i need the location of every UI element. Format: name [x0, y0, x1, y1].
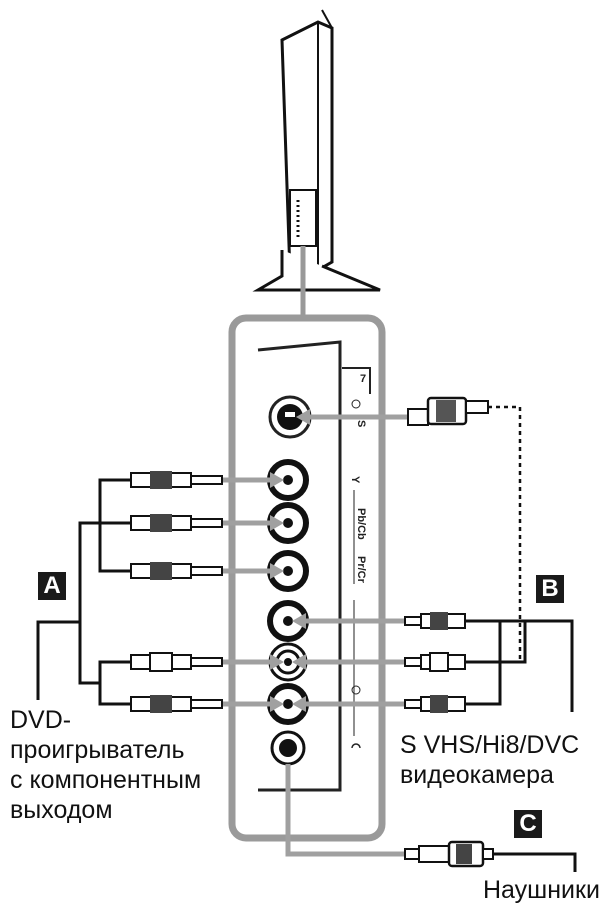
- dvd-plugs: [130, 471, 223, 713]
- connection-lines: [222, 414, 408, 857]
- badge-c: C: [514, 810, 542, 838]
- cam-plug-audio-l: [404, 652, 466, 672]
- cam-plug-video: [404, 612, 466, 630]
- label-number: 7: [360, 373, 366, 385]
- headphone-plug: [404, 840, 577, 872]
- camcorder-label: S VHS/Hi8/DVC видеокамера: [400, 730, 579, 790]
- dvd-label-line-1: DVD-: [10, 706, 72, 734]
- camcorder-label-line-2: видеокамера: [400, 761, 554, 789]
- badge-a: A: [38, 572, 66, 600]
- dvd-plug-y: [130, 471, 223, 489]
- dvd-label-line-4: выходом: [10, 796, 113, 824]
- dvd-player-label: DVD- проигрыватель с компонентным выходо…: [10, 705, 201, 825]
- camcorder-cables: [465, 405, 574, 712]
- dvd-cables: [36, 478, 131, 706]
- label-s-video: S: [355, 420, 367, 427]
- dvd-plug-audio-r: [130, 695, 223, 713]
- arrowheads: [270, 409, 310, 712]
- s-video-port: [268, 395, 312, 439]
- camcorder-plugs: [404, 396, 489, 713]
- label-pb: Pb/Cb: [355, 508, 367, 540]
- dvd-label-line-2: проигрыватель: [10, 736, 185, 764]
- headphones-label: Наушники: [483, 876, 600, 904]
- port-headphones: [270, 730, 306, 766]
- tv-side-view: [252, 9, 381, 292]
- panel-inner-frame: [257, 340, 342, 792]
- label-y: Y: [349, 476, 361, 484]
- s-video-plug: [407, 396, 489, 426]
- label-pr: Pr/Cr: [355, 556, 367, 584]
- dvd-plug-pr: [130, 562, 223, 580]
- port-pr: [267, 550, 309, 592]
- cam-plug-audio-r: [404, 695, 466, 713]
- dvd-plug-pb: [130, 514, 223, 532]
- dvd-label-line-3: с компонентным: [10, 766, 202, 794]
- badge-b: B: [536, 575, 564, 603]
- camcorder-label-line-1: S VHS/Hi8/DVC: [400, 731, 580, 759]
- panel-labels: S 7 Y Pb/Cb Pr/Cr: [349, 373, 367, 749]
- dvd-plug-audio-l: [130, 652, 223, 672]
